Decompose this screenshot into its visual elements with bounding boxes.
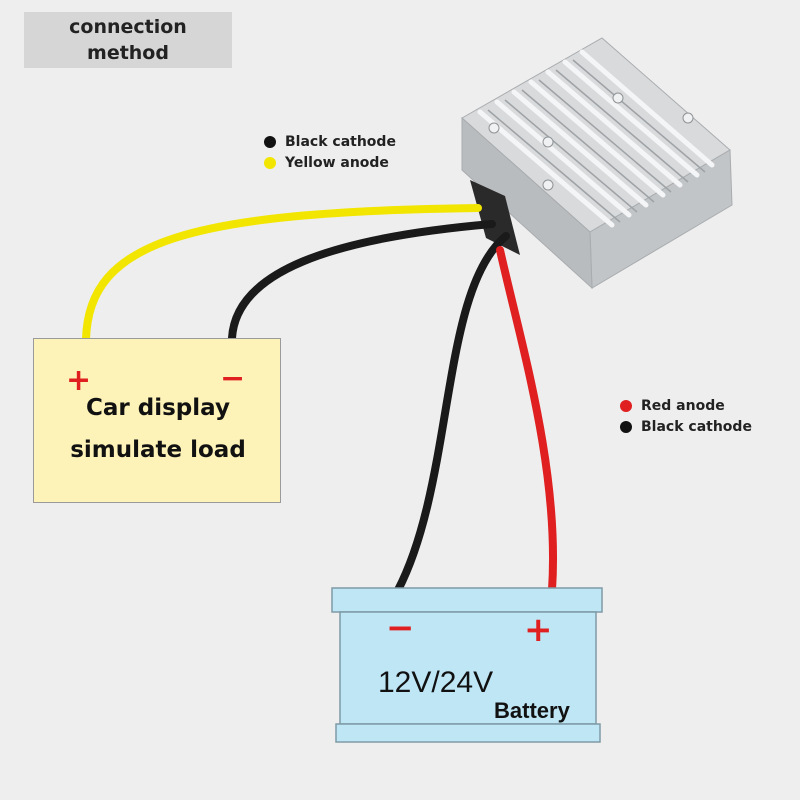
red-dot-icon (620, 399, 632, 412)
battery-voltage: 12V/24V (378, 666, 494, 699)
black-dot-icon (620, 420, 632, 433)
black-wire-battery (394, 232, 510, 594)
car-display-load: + − Car display simulate load (33, 338, 281, 503)
load-minus-sign: − (220, 361, 246, 396)
title-line-1: connection (69, 16, 187, 38)
load-label-line-1: Car display (86, 395, 230, 421)
black-dot-icon (264, 135, 276, 148)
load-plus-sign: + (66, 363, 92, 398)
legend-label: Black cathode (641, 418, 752, 435)
dc-converter-module (461, 37, 733, 290)
legend-label: Black cathode (285, 133, 396, 150)
legend-output: Black cathode Yellow anode (264, 131, 396, 173)
title-line-2: method (87, 42, 169, 64)
legend-label: Red anode (641, 397, 725, 414)
battery-label: Battery (494, 698, 570, 723)
battery-plus-sign: + (524, 610, 553, 650)
battery-minus-sign: − (386, 608, 415, 648)
legend-item: Yellow anode (264, 152, 396, 173)
black-wire-load (228, 220, 496, 342)
red-wire-battery (496, 246, 558, 594)
legend-item: Black cathode (620, 416, 752, 437)
yellow-dot-icon (264, 156, 276, 169)
load-label-line-2: simulate load (70, 437, 246, 463)
battery-body (331, 587, 603, 743)
yellow-wire (82, 204, 482, 344)
legend-item: Red anode (620, 395, 752, 416)
legend-input: Red anode Black cathode (620, 395, 752, 437)
diagram-title: connection method (24, 12, 232, 68)
legend-label: Yellow anode (285, 154, 389, 171)
legend-item: Black cathode (264, 131, 396, 152)
